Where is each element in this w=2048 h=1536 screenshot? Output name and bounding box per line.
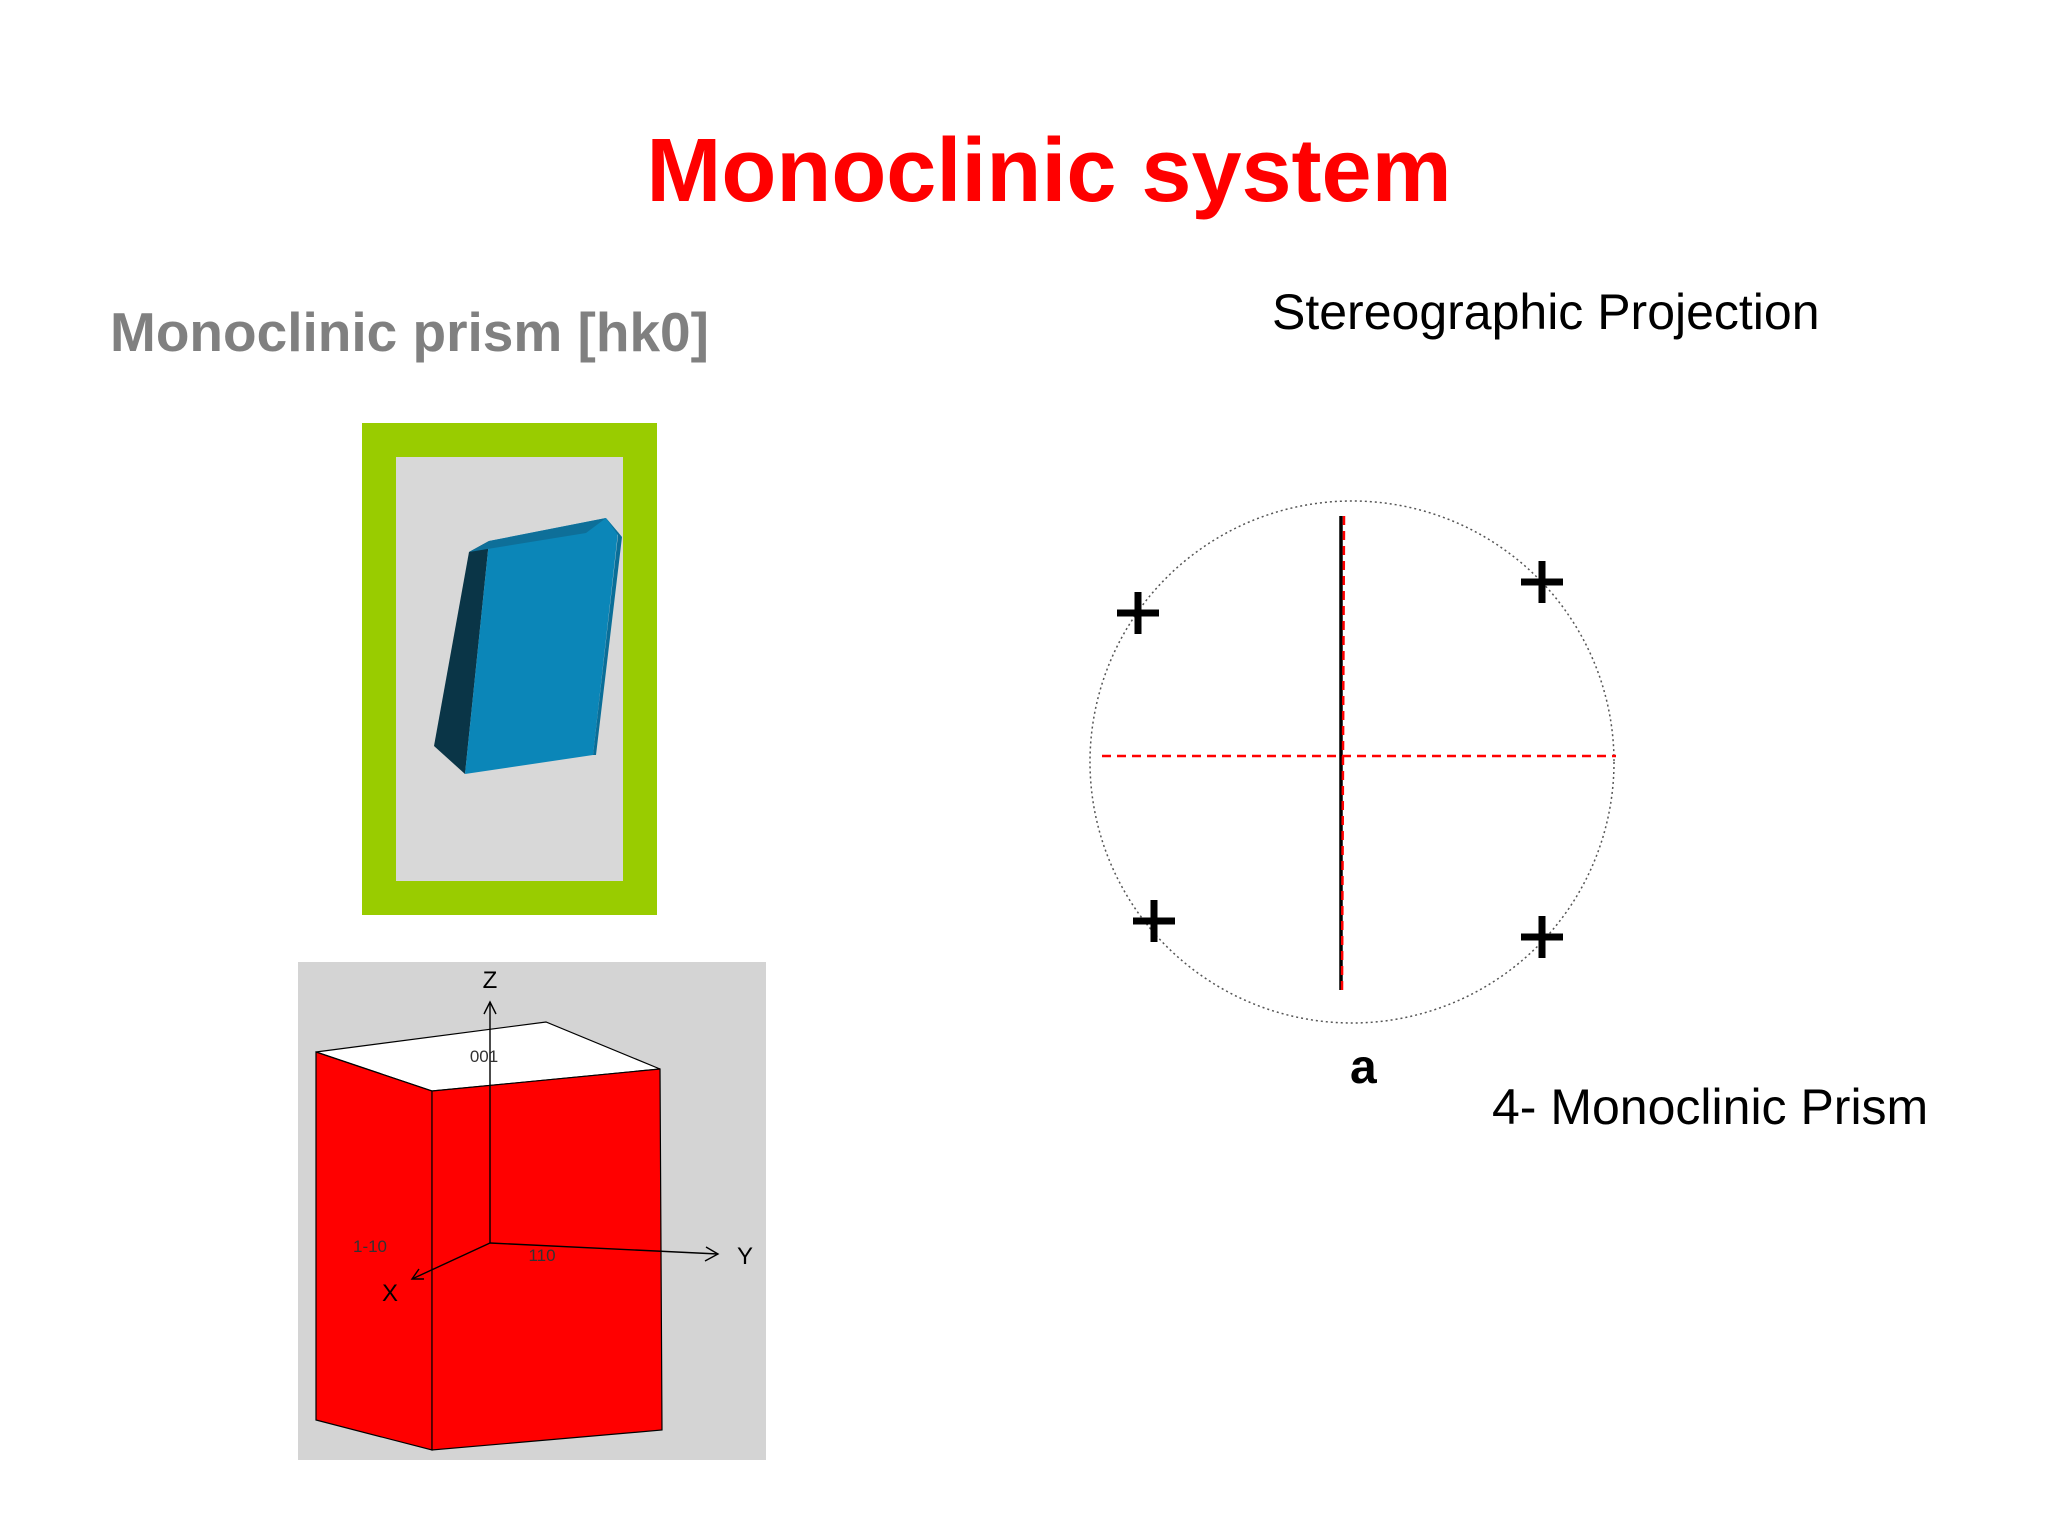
axis-label-a: a — [1350, 1041, 1377, 1094]
plus-icon — [1521, 561, 1563, 603]
prism-edge-face — [593, 518, 622, 755]
prism-caption: 4- Monoclinic Prism — [1492, 1079, 1929, 1135]
y-axis-label: Y — [737, 1243, 753, 1270]
slide-title: Monoclinic system — [646, 121, 1452, 221]
y-axis-arrow — [704, 1246, 720, 1262]
x-axis-arrow — [410, 1268, 424, 1280]
prism-axis-model: Z Y X 001 110 1-10 — [298, 962, 766, 1460]
primitive-circle — [1089, 500, 1615, 1024]
x-axis-label: X — [382, 1280, 398, 1307]
plus-icon — [1133, 900, 1175, 942]
z-axis-arrow — [483, 1000, 497, 1015]
face-label-110: 110 — [528, 1246, 555, 1265]
z-axis-label: Z — [483, 967, 498, 994]
plus-icon — [1521, 916, 1563, 958]
stereographic-projection — [1089, 500, 1616, 1024]
prism-dark-face — [434, 541, 489, 774]
plus-icon — [1117, 592, 1159, 634]
face-label-1-10: 1-10 — [353, 1237, 387, 1256]
face-label-001: 001 — [470, 1047, 498, 1066]
mirror-plane-dashed-line — [1340, 515, 1346, 991]
axis-model-drawing: Z Y X 001 110 1-10 — [315, 967, 753, 1451]
crystal-image-background — [396, 457, 623, 881]
crystal-image-frame — [362, 423, 657, 915]
blue-prism-image — [434, 518, 622, 774]
y-axis-line — [489, 1242, 719, 1255]
prism-front-face — [465, 518, 622, 774]
x-axis-line — [411, 1242, 491, 1280]
stereographic-projection-label: Stereographic Projection — [1272, 284, 1820, 340]
prism-top-face — [469, 518, 606, 552]
slide-subtitle: Monoclinic prism [hk0] — [110, 301, 709, 363]
